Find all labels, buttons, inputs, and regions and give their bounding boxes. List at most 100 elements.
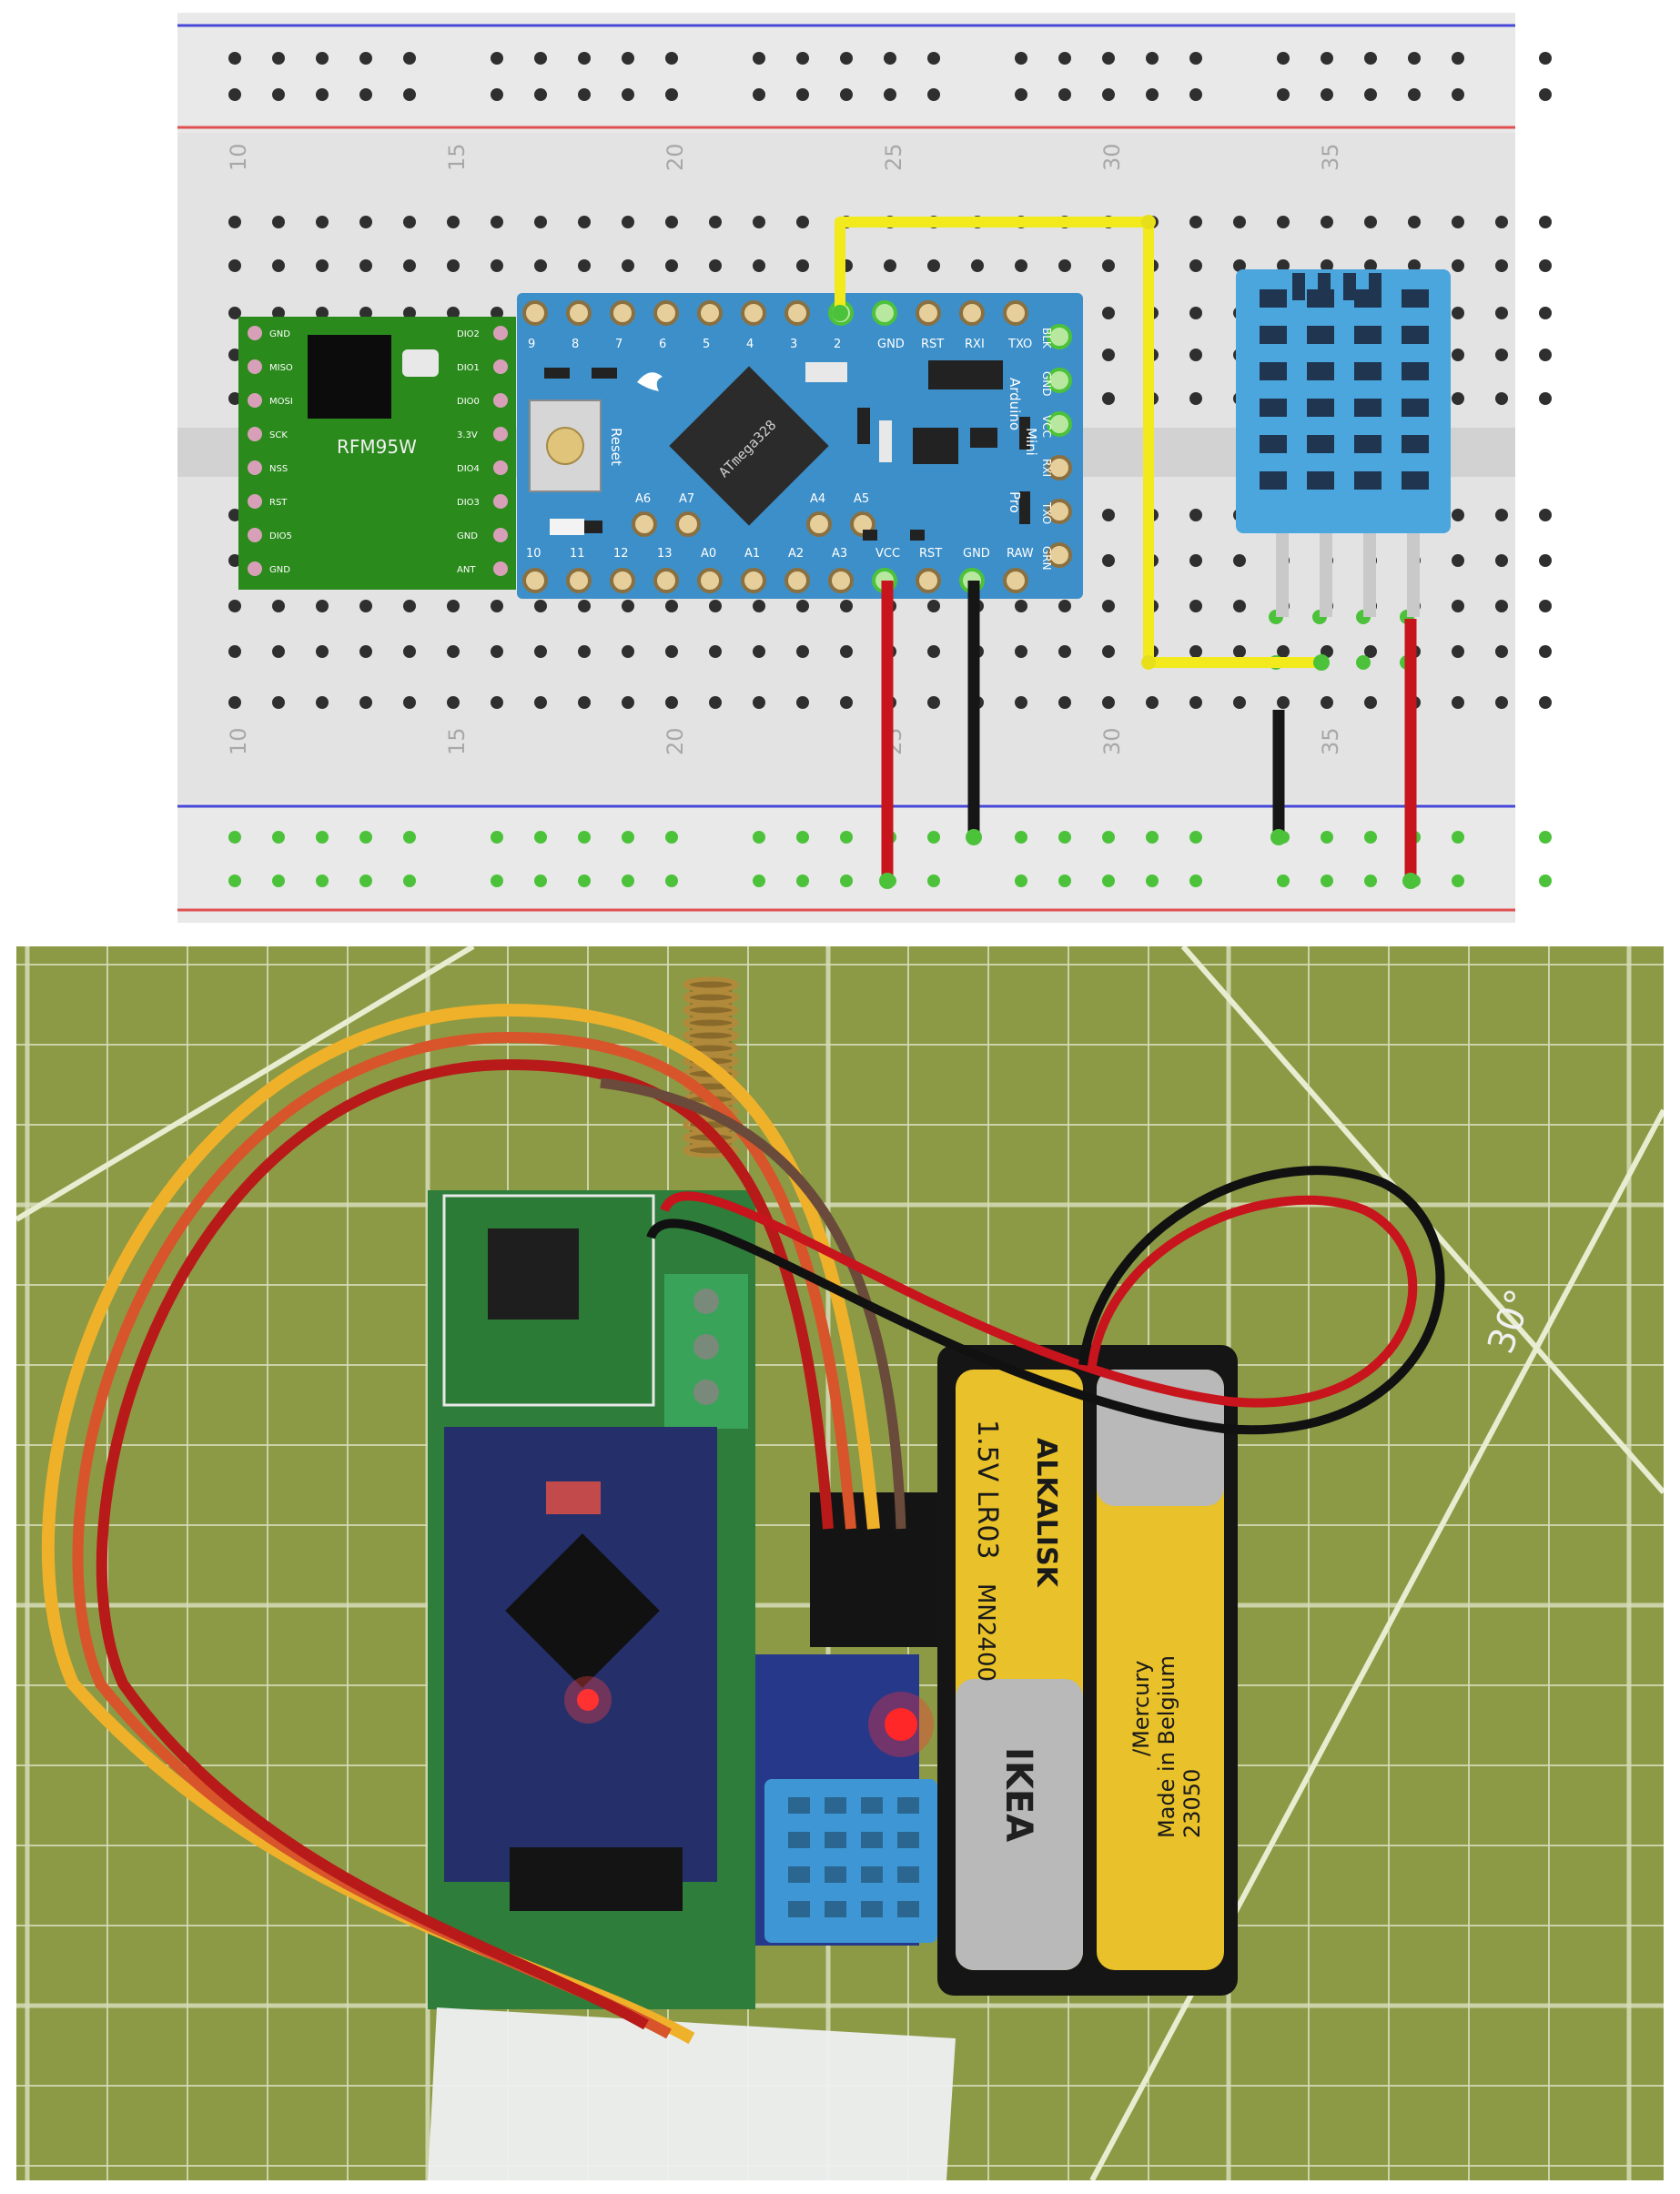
- breadboard-hole: [359, 216, 372, 228]
- breadboard-hole: [359, 696, 372, 709]
- rail-hole: [927, 52, 940, 65]
- wire-end-green: [1270, 829, 1287, 845]
- rail-hole: [359, 875, 372, 887]
- breadboard-hole: [1539, 349, 1552, 361]
- rfm-pin-label: MISO: [269, 363, 293, 373]
- arduino-pin: [610, 300, 635, 326]
- breadboard-hole: [709, 645, 722, 658]
- wire-end-green: [832, 305, 848, 321]
- breadboard-hole: [228, 554, 241, 567]
- smd-component: [863, 530, 877, 541]
- rail-hole: [1102, 831, 1115, 844]
- breadboard-hole: [1539, 259, 1552, 272]
- rfm-pin-label: NSS: [269, 464, 288, 474]
- rfm-pin: [493, 326, 508, 340]
- rail-hole: [316, 88, 329, 101]
- breadboard-hole: [753, 259, 765, 272]
- arduino-pin-label: RST: [921, 338, 944, 351]
- breadboard-hole: [709, 600, 722, 612]
- rail-hole: [753, 875, 765, 887]
- breadboard-hole: [927, 259, 940, 272]
- breadboard-hole: [1102, 645, 1115, 658]
- breadboard-hole: [534, 216, 547, 228]
- breadboard-hole: [665, 600, 678, 612]
- arduino-side-pin: [1047, 411, 1072, 437]
- breadboard-hole: [1452, 259, 1464, 272]
- dht-vent: [1260, 471, 1287, 490]
- arduino-pin-label: A7: [679, 492, 694, 506]
- board-label-mini: Mini: [1023, 428, 1039, 456]
- arduino-pin: [959, 300, 985, 326]
- breadboard-hole: [578, 600, 591, 612]
- breadboard-hole: [1408, 216, 1421, 228]
- rail-hole: [1277, 88, 1290, 101]
- arduino-pin-label: VCC: [1040, 415, 1053, 438]
- breadboard-hole: [1058, 600, 1071, 612]
- arduino-pin-label: 13: [657, 547, 673, 561]
- power-led: [577, 1689, 599, 1711]
- arduino-side-pin: [1047, 368, 1072, 393]
- column-number: 20: [663, 727, 688, 755]
- breadboard-hole: [971, 259, 984, 272]
- dht-vent: [1354, 399, 1381, 417]
- rail-hole: [840, 52, 853, 65]
- arduino-pin: [1003, 300, 1028, 326]
- breadboard-hole: [1277, 645, 1290, 658]
- smd-component: [592, 368, 617, 379]
- breadboard-hole: [753, 645, 765, 658]
- breadboard-hole: [709, 259, 722, 272]
- rail-hole: [622, 88, 634, 101]
- rail-hole: [316, 52, 329, 65]
- breadboard-hole: [403, 600, 416, 612]
- battery-2-silver: [1097, 1370, 1224, 1506]
- rail-hole: [1452, 88, 1464, 101]
- led-white: [550, 519, 584, 535]
- rfm-pin: [493, 359, 508, 374]
- smd-component: [879, 420, 892, 462]
- rail-hole: [840, 875, 853, 887]
- arduino-pin: [610, 568, 635, 593]
- wire-end-green: [879, 873, 896, 889]
- arduino-pin-label: 3: [790, 338, 797, 351]
- breadboard-hole: [1495, 392, 1508, 405]
- arduino-pin-label: TXO: [1040, 501, 1053, 524]
- column-number: 25: [881, 143, 906, 171]
- dht-vent: [1343, 273, 1356, 300]
- arduino-pin-label: GND: [877, 338, 905, 351]
- breadboard-hole: [228, 307, 241, 319]
- rfm-pin-label: DIO3: [457, 498, 480, 508]
- dht-grille: [1260, 273, 1429, 490]
- arduino-pin-label: RST: [919, 547, 942, 561]
- rfm-crystal: [402, 349, 439, 377]
- dht-vent: [1307, 326, 1334, 344]
- breadboard-hole: [1233, 216, 1246, 228]
- rfm-pin-label: SCK: [269, 430, 288, 440]
- breadboard-hole: [578, 259, 591, 272]
- breadboard-hole: [1321, 259, 1333, 272]
- breadboard-hole: [1364, 696, 1377, 709]
- arduino-pin-label: 9: [528, 338, 535, 351]
- arduino-pin: [916, 568, 941, 593]
- dht-vent: [1402, 326, 1429, 344]
- rail-hole: [796, 88, 809, 101]
- battery-2: [1097, 1370, 1224, 1970]
- dht11-sensor: [1236, 269, 1451, 617]
- arduino-pin-label: A2: [788, 547, 804, 561]
- rail-hole: [1189, 875, 1202, 887]
- arduino-pin: [697, 568, 723, 593]
- breadboard-hole: [1452, 509, 1464, 521]
- rfm-pin: [248, 326, 262, 340]
- breadboard-hole: [1321, 216, 1333, 228]
- rail-hole: [1321, 52, 1333, 65]
- breadboard-hole: [1452, 307, 1464, 319]
- column-number: 30: [1099, 727, 1125, 755]
- breadboard-hole: [1102, 349, 1115, 361]
- power-led-glow: [564, 1676, 612, 1724]
- rail-hole: [1189, 52, 1202, 65]
- rail-hole: [578, 831, 591, 844]
- breadboard-hole: [1495, 645, 1508, 658]
- bottom-rail-strip: [177, 803, 1515, 923]
- rfm-pin: [493, 494, 508, 509]
